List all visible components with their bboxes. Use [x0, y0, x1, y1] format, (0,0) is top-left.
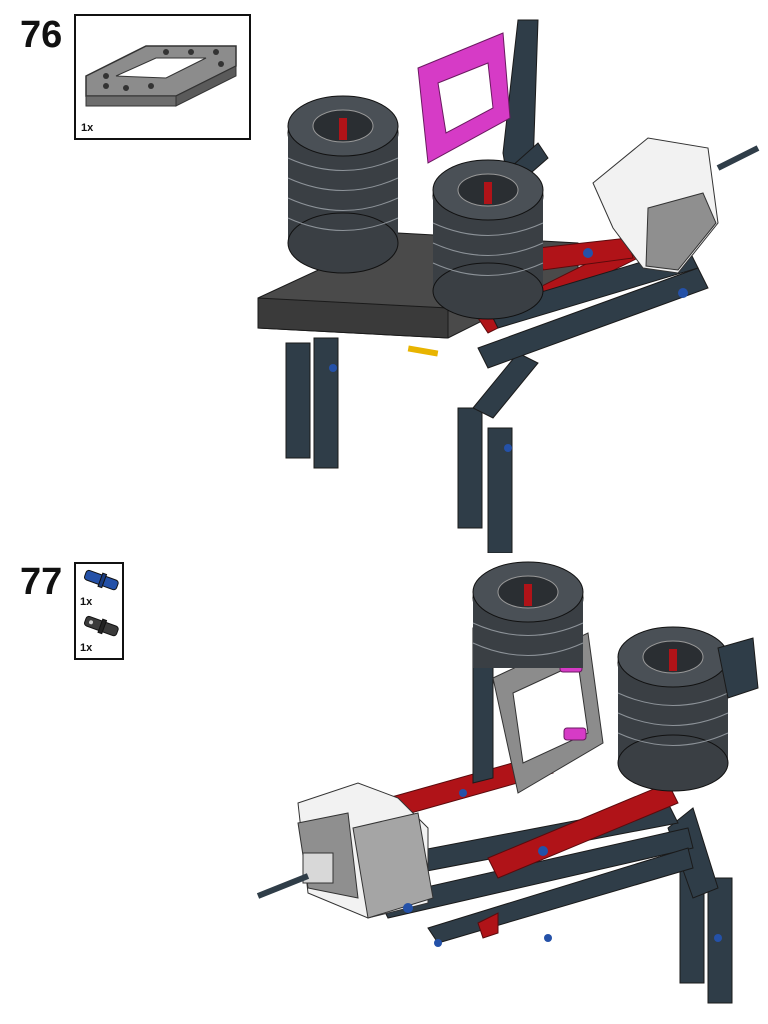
- grey-frame-part-icon: [85, 45, 237, 107]
- part-qty: 1x: [81, 122, 94, 134]
- step-number-77: 77: [20, 561, 63, 603]
- blue-axle-pin-icon: [84, 569, 119, 591]
- parts-list-step-77: 1x 1x: [74, 562, 124, 660]
- assembly-model-step-76: [257, 19, 760, 553]
- assembly-model-step-77: [256, 561, 759, 1004]
- part-qty: 1x: [80, 596, 93, 608]
- step-number-76: 76: [20, 14, 63, 56]
- parts-list-step-76: 1x: [74, 14, 251, 140]
- black-axle-pin-icon: [84, 615, 119, 637]
- part-qty: 1x: [80, 642, 93, 654]
